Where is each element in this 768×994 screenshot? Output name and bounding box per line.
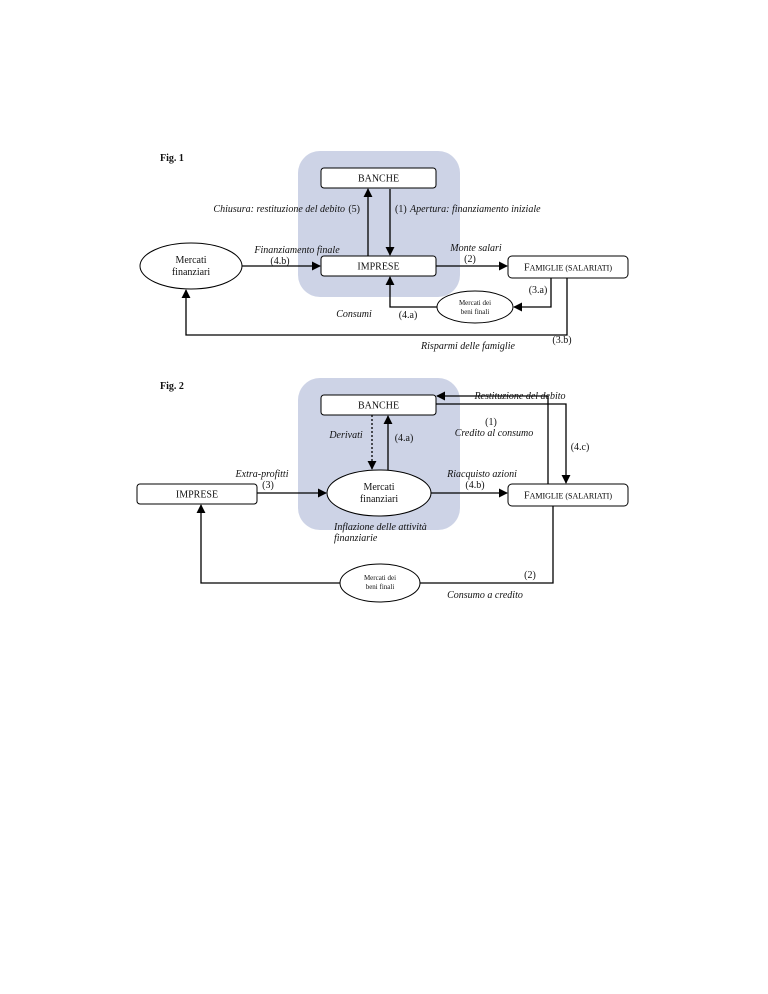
fig2-label-consumo-credito: Consumo a credito <box>447 590 523 601</box>
fig2-arrow-consumo-credito <box>196 504 340 584</box>
fig1-label-3b: (3.b) <box>552 335 571 346</box>
fig2-label-inflazione-2: finanziarie <box>334 533 378 544</box>
fig2-famiglie-cap: F <box>524 491 530 502</box>
fig1-famiglie-rest: AMIGLIE (SALARIATI) <box>530 264 613 273</box>
fig2-famiglie-box <box>507 483 629 507</box>
fig1-label-2: (2) <box>464 254 476 265</box>
fig2-title: Fig. 2 <box>160 381 184 392</box>
fig2-mercati-beni-line1: Mercati dei <box>364 574 396 582</box>
fig2-label-4b: (4.b) <box>465 480 484 491</box>
fig1-mercati-beni-node <box>436 290 514 324</box>
fig2-label-4c: (4.c) <box>571 442 590 453</box>
fig2-famiglie-label: FAMIGLIE (SALARIATI) <box>524 491 612 502</box>
fig1-label-finanziamento-finale: Finanziamento finale <box>253 245 340 256</box>
figure-2: Fig. 2 BANCHE Mercati finanziari IMPRESE… <box>136 378 629 603</box>
fig2-imprese-box <box>136 483 258 505</box>
fig1-famiglie-box <box>507 255 629 279</box>
fig1-mercati-beni-line2: beni finali <box>461 308 490 316</box>
fig2-label-3: (3) <box>262 480 274 491</box>
fig1-label-apertura: Apertura: finanziamento iniziale <box>409 204 541 215</box>
fig2-banche-label: BANCHE <box>358 401 399 412</box>
fig1-banche-box <box>320 167 437 189</box>
fig2-label-1: (1) <box>485 417 497 428</box>
fig2-imprese-label: IMPRESE <box>176 490 218 501</box>
fig1-label-4b: (4.b) <box>270 256 289 267</box>
fig1-label-chiusura-num: (5) <box>348 204 360 215</box>
fig1-label-chiusura: Chiusura: restituzione del debito <box>213 204 345 215</box>
fig1-arrow-consumi <box>385 276 437 308</box>
fig1-label-consumi: Consumi <box>336 309 372 320</box>
fig1-label-apertura-num: (1) <box>395 204 407 215</box>
fig2-mercati-finanziari-line2: finanziari <box>360 494 399 505</box>
fig2-mercati-beni-line2: beni finali <box>366 583 395 591</box>
fig2-label-derivati: Derivati <box>328 430 363 441</box>
fig2-banche-box <box>320 394 437 416</box>
fig2-line-consumo-credito <box>420 506 554 584</box>
fig2-label-extra-profitti: Extra-profitti <box>235 469 289 480</box>
fig1-title: Fig. 1 <box>160 153 184 164</box>
fig1-label-4a: (4.a) <box>399 310 418 321</box>
fig2-arrow-credito-consumo <box>436 403 571 484</box>
fig2-mercati-finanziari-node <box>326 469 432 517</box>
fig2-label-inflazione-1: Inflazione delle attività <box>333 522 427 533</box>
fig1-mercati-finanziari-line2: finanziari <box>172 267 211 278</box>
fig1-label-3a: (3.a) <box>529 285 548 296</box>
fig2-label-4a: (4.a) <box>395 433 414 444</box>
fig2-label-riacquisto: Riacquisto azioni <box>446 469 517 480</box>
figure-1: Fig. 1 BANCHE IMPRESE Mercati finanziari… <box>139 151 629 352</box>
fig2-arrow-restituzione <box>436 391 549 484</box>
fig1-banche-label: BANCHE <box>358 174 399 185</box>
fig1-mercati-finanziari-node <box>139 242 243 290</box>
fig1-label-monte-salari: Monte salari <box>449 243 502 254</box>
fig2-label-2: (2) <box>524 570 536 581</box>
fig2-label-credito-consumo: Credito al consumo <box>455 428 534 439</box>
fig1-famiglie-cap: F <box>524 263 530 274</box>
fig1-label-risparmi: Risparmi delle famiglie <box>420 341 515 352</box>
fig2-mercati-finanziari-line1: Mercati <box>363 482 394 493</box>
fig2-label-restituzione: Restituzione del debito <box>473 391 565 402</box>
fig2-famiglie-rest: AMIGLIE (SALARIATI) <box>530 492 613 501</box>
fig1-famiglie-label: FAMIGLIE (SALARIATI) <box>524 263 612 274</box>
fig1-arrow-risparmi <box>181 278 568 336</box>
fig1-arrow-3a <box>513 278 552 312</box>
fig1-mercati-finanziari-line1: Mercati <box>175 255 206 266</box>
fig1-imprese-label: IMPRESE <box>357 262 399 273</box>
fig1-mercati-beni-line1: Mercati dei <box>459 299 491 307</box>
